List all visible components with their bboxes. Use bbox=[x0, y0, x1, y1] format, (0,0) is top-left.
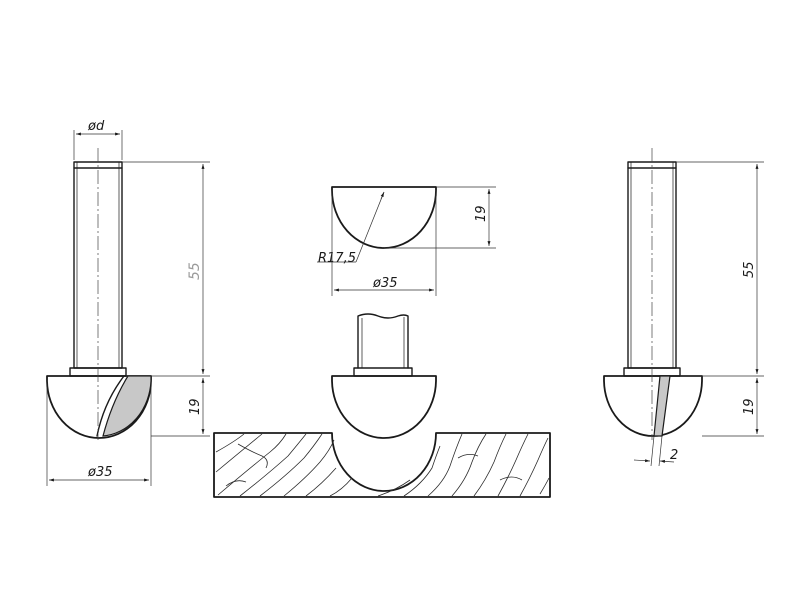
wood-board bbox=[213, 432, 551, 498]
wood-grain bbox=[215, 433, 550, 497]
right-blade-width-label: 2 bbox=[670, 448, 678, 463]
right-head bbox=[603, 375, 703, 437]
wood-cut-view bbox=[213, 313, 551, 498]
center-shank bbox=[357, 313, 409, 369]
left-shank-diameter-label: ød bbox=[87, 119, 105, 134]
right-bit-view: 55 19 2 bbox=[603, 148, 764, 467]
right-blade bbox=[653, 375, 671, 437]
left-bit-view: ød 55 19 ø35 bbox=[46, 119, 210, 486]
profile-shape bbox=[331, 186, 437, 249]
center-head bbox=[331, 375, 437, 439]
profile-diameter-label: ø35 bbox=[372, 276, 398, 291]
profile-radius-label: R17,5 bbox=[318, 251, 356, 266]
left-head-height-label: 19 bbox=[188, 398, 203, 415]
left-blade bbox=[102, 375, 152, 437]
right-head-height-label: 19 bbox=[742, 398, 757, 415]
profile-radius-leader bbox=[355, 191, 385, 263]
profile-height-label: 19 bbox=[474, 205, 489, 222]
profile-view: R17,5 19 ø35 bbox=[317, 186, 496, 296]
left-length-label: 55 bbox=[187, 262, 203, 280]
center-collar bbox=[353, 367, 413, 377]
right-length-label: 55 bbox=[742, 261, 757, 278]
left-diameter-label: ø35 bbox=[87, 465, 113, 480]
